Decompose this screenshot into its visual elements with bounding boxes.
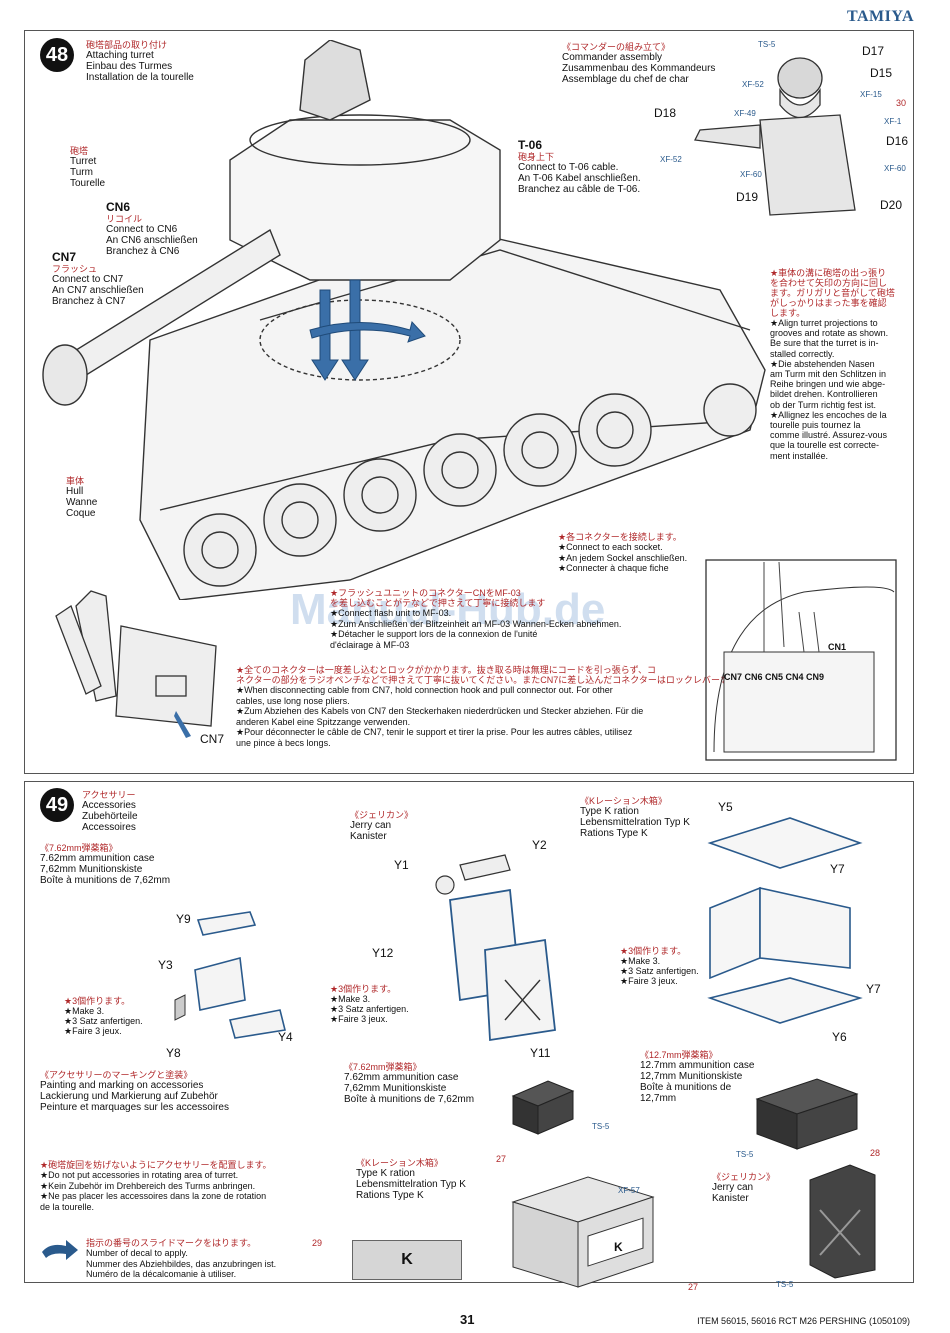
step48-title: 砲塔部品の取り付け Attaching turret Einbau des Tu… <box>86 40 194 83</box>
mk-ammo127-title: 《12.7mm弾薬箱》 12.7mm ammunition case 12,7m… <box>640 1050 755 1104</box>
ammo762-assembly <box>174 911 286 1039</box>
part-y7-a: Y7 <box>830 862 845 876</box>
mk-jerry-paint: TS-5 <box>776 1280 794 1289</box>
paint-xf60-b: XF-60 <box>884 164 906 173</box>
paint-ts5-a: TS-5 <box>758 40 776 49</box>
mk-kration-letter: K <box>614 1240 623 1254</box>
kration-title: 《Kレーション木箱》 Type K ration Lebensmittelrat… <box>580 796 690 839</box>
mk-ammo127-paint: TS-5 <box>736 1150 754 1159</box>
item-code: ITEM 56015, 56016 RCT M26 PERSHING (1050… <box>697 1316 910 1326</box>
kration-make3: ★3個作ります。 ★Make 3. ★3 Satz anfertigen. ★F… <box>620 946 699 986</box>
decal-28: 28 <box>870 1148 881 1158</box>
cn7-label: CN7 フラッシュ Connect to CN7 An CN7 anschlie… <box>52 250 144 307</box>
mk-ammo762-paint: TS-5 <box>592 1122 610 1131</box>
part-y8: Y8 <box>166 1046 181 1060</box>
mk-ammo127-box <box>755 1078 859 1150</box>
part-y3: Y3 <box>158 958 173 972</box>
mk-jerry-title: 《ジェリカン》 Jerry can Kanister <box>712 1172 776 1204</box>
decal-note: 指示の番号のスライドマークをはります。 Number of decal to a… <box>86 1238 277 1279</box>
mk-kration-box <box>511 1176 655 1288</box>
rotate-note: ★砲塔旋回を妨げないようにアクセサリーを配置します。 ★Do not put a… <box>40 1160 272 1212</box>
step48-number: 48 <box>40 38 74 72</box>
ammo762-make3: ★3個作ります。 ★Make 3. ★3 Satz anfertigen. ★F… <box>64 996 143 1036</box>
paint-xf60-a: XF-60 <box>740 170 762 179</box>
part-d16: D16 <box>886 134 909 148</box>
cn6-label: CN6 リコイル Connect to CN6 An CN6 anschließ… <box>106 200 198 257</box>
cn1-label: CN1 <box>828 642 847 652</box>
marking-title: 《アクセサリーのマーキングと塗装》 Painting and marking o… <box>40 1070 229 1113</box>
part-d19: D19 <box>736 190 759 204</box>
turret-label: 砲塔 Turret Turm Tourelle <box>70 146 106 189</box>
step49-title: アクセサリー Accessories Zubehörteile Accessoi… <box>82 790 138 833</box>
part-y7-b: Y7 <box>866 982 881 996</box>
decal-arrow-icon <box>42 1240 78 1260</box>
watermark: Manual-Hub.de <box>290 585 606 634</box>
part-y2: Y2 <box>532 838 547 852</box>
part-y1: Y1 <box>394 858 409 872</box>
jerry-assembly <box>435 854 556 1042</box>
page-number: 31 <box>460 1312 475 1327</box>
commander-title: 《コマンダーの組み立て》 Commander assembly Zusammen… <box>562 42 716 85</box>
paint-xf15: XF-15 <box>860 90 882 99</box>
decal-29-box: K <box>352 1240 462 1280</box>
ammo762-title: 《7.62mm弾薬箱》 7.62mm ammunition case 7,62m… <box>40 843 171 886</box>
paint-xf49: XF-49 <box>734 109 756 118</box>
socket-note: ★各コネクターを接続します。 ★Connect to each socket. … <box>558 532 688 573</box>
mk-kration-title: 《Kレーション木箱》 Type K ration Lebensmittelrat… <box>356 1158 466 1201</box>
t06-label: T-06 砲身上下 Connect to T-06 cable. An T-06… <box>518 138 641 195</box>
paint-xf52-b: XF-52 <box>660 155 682 164</box>
hull-label: 車体 Hull Wanne Coque <box>66 476 98 519</box>
jerry-make3: ★3個作ります。 ★Make 3. ★3 Satz anfertigen. ★F… <box>330 984 409 1024</box>
step49-number: 49 <box>40 788 74 822</box>
mk-ammo762-title: 《7.62mm弾薬箱》 7.62mm ammunition case 7,62m… <box>344 1062 475 1105</box>
part-d20: D20 <box>880 198 903 212</box>
step49-panel <box>24 781 914 1283</box>
decal-29-letter: K <box>401 1251 413 1268</box>
cn7-detail-label: CN7 <box>200 732 225 746</box>
control-board-detail <box>705 559 897 761</box>
decal-27-a: 27 <box>496 1154 507 1164</box>
kration-assembly <box>707 817 863 1024</box>
part-d15: D15 <box>870 66 893 80</box>
decal-29-number: 29 <box>312 1238 323 1248</box>
connector-note: ★全てのコネクターは一度差し込むとロックがかかります。抜き取る時は無理にコードを… <box>236 665 837 748</box>
flash-note: ★フラッシュユニットのコネクターCNをMF-03 を差し込むことがテなどで押さえ… <box>330 588 622 650</box>
part-y4: Y4 <box>278 1030 293 1044</box>
mk-ammo762-box <box>511 1080 575 1135</box>
part-y12: Y12 <box>372 946 394 960</box>
decal-30: 30 <box>896 98 907 108</box>
mk-kration-paint: XF-57 <box>618 1186 640 1195</box>
cn-row-label: CN7 CN6 CN5 CN4 CN9 <box>724 672 825 682</box>
align-note: ★車体の溝に砲塔の出っ張り を合わせて矢印の方向に回し ます。ガリガリと音がして… <box>770 268 895 461</box>
brand-logo: TAMIYA <box>846 8 914 25</box>
paint-xf1: XF-1 <box>884 117 902 126</box>
mk-jerry-can <box>809 1164 876 1279</box>
part-y11: Y11 <box>530 1046 551 1060</box>
commander-figure <box>694 57 856 216</box>
part-y9: Y9 <box>176 912 191 926</box>
step48-panel <box>24 30 914 774</box>
jerry-title: 《ジェリカン》 Jerry can Kanister <box>350 810 414 842</box>
pliers-detail <box>55 590 217 738</box>
paint-xf52-a: XF-52 <box>742 80 764 89</box>
part-d18: D18 <box>654 106 677 120</box>
tank-illustration <box>42 40 766 600</box>
decal-27-b: 27 <box>688 1282 699 1292</box>
part-y6: Y6 <box>832 1030 847 1044</box>
part-y5: Y5 <box>718 800 733 814</box>
part-d17: D17 <box>862 44 885 58</box>
